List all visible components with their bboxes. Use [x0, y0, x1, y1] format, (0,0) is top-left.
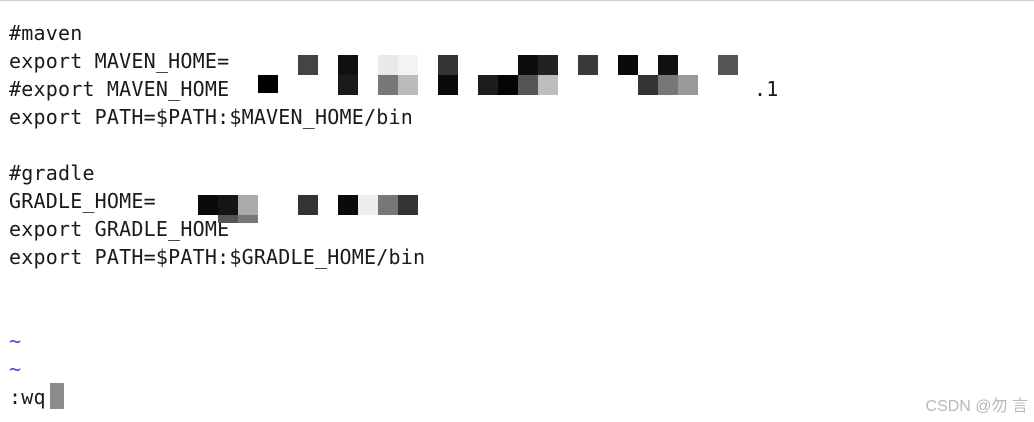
empty-line-marker-2: ~	[9, 357, 22, 381]
text-cursor	[50, 383, 64, 409]
empty-line-marker-1: ~	[9, 329, 22, 353]
command-line[interactable]: :wq	[9, 385, 46, 409]
text-line-6: #gradle	[9, 161, 95, 185]
text-line-7: GRADLE_HOME=	[9, 189, 156, 213]
text-line-1: #maven	[9, 21, 83, 45]
text-line-2: export MAVEN_HOME=	[9, 49, 230, 73]
text-line-9: export PATH=$PATH:$GRADLE_HOME/bin	[9, 245, 426, 269]
text-line-4: export PATH=$PATH:$MAVEN_HOME/bin	[9, 105, 413, 129]
text-line-3: #export MAVEN_HOME	[9, 77, 230, 101]
watermark: CSDN @勿 言	[925, 398, 1028, 415]
text-line-8: export GRADLE_HOME	[9, 217, 230, 241]
text-line-3-tail: .1	[754, 77, 779, 101]
